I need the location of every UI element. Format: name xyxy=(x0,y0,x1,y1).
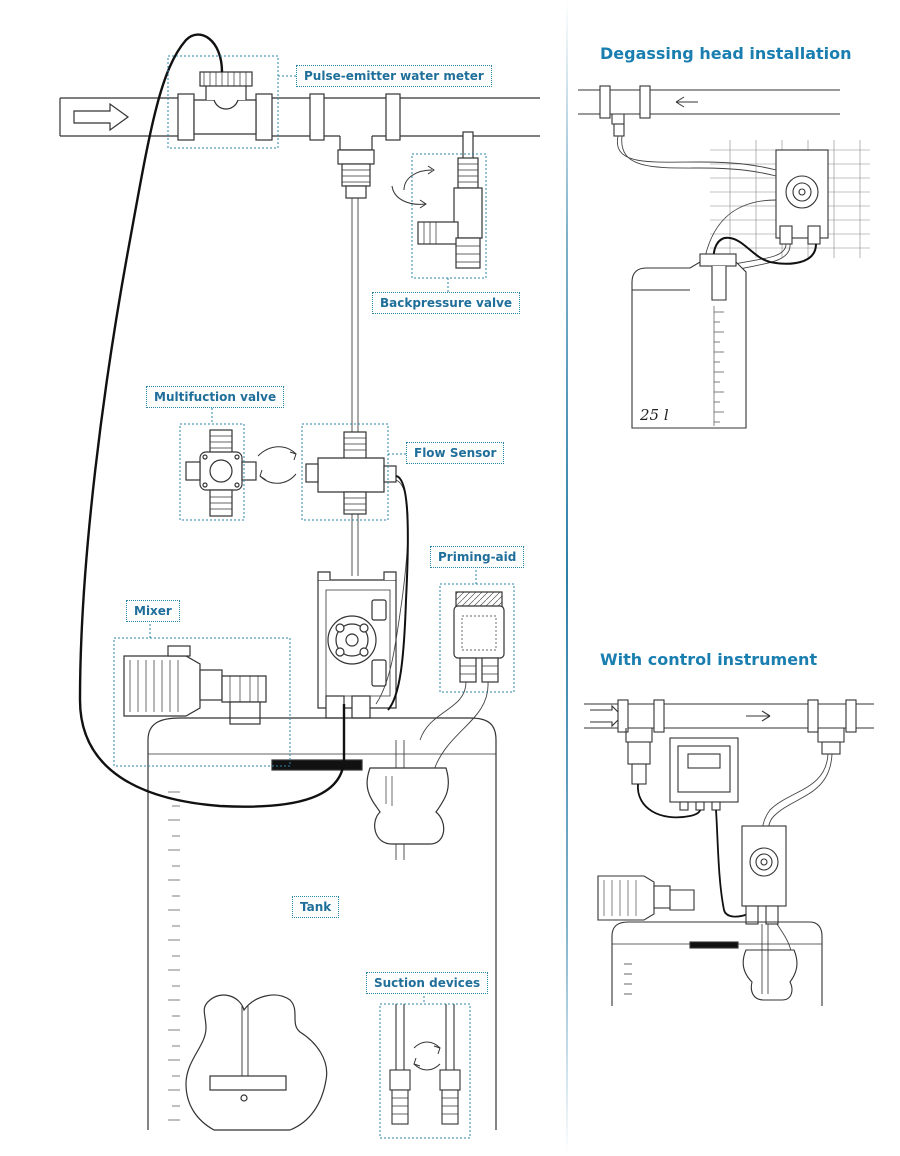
dosing-tube xyxy=(351,198,359,576)
label-mixer: Mixer xyxy=(126,600,180,622)
injection-tee xyxy=(337,136,375,199)
control-cables xyxy=(637,783,749,918)
control-mixer-icon xyxy=(597,875,695,921)
callout-leaders xyxy=(113,55,515,1139)
dosing-pump-icon xyxy=(317,571,397,719)
label-multifunction-valve: Multifuction valve xyxy=(146,386,285,408)
section-divider xyxy=(566,0,568,1156)
tank-icon xyxy=(147,717,497,1131)
degassing-cable xyxy=(712,236,817,265)
control-tank-icon xyxy=(611,921,823,1006)
flow-arrow-icon xyxy=(73,102,130,132)
degassing-pump-icon xyxy=(775,149,829,245)
label-pulse-meter: Pulse-emitter water meter xyxy=(296,65,492,87)
title-degassing: Degassing head installation xyxy=(600,44,852,63)
water-meter xyxy=(193,71,257,135)
rotate-arrow-icon xyxy=(391,165,435,209)
degassing-pipe xyxy=(578,85,840,137)
control-pipe xyxy=(584,699,874,785)
label-priming-aid: Priming-aid xyxy=(430,546,525,568)
canister-icon xyxy=(631,253,747,429)
suction-swap-arrow-icon xyxy=(413,1041,441,1071)
label-suction-devices: Suction devices xyxy=(366,972,489,994)
title-control-instrument: With control instrument xyxy=(600,650,818,669)
label-tank: Tank xyxy=(292,896,340,918)
backpressure-valve-icon xyxy=(417,131,483,269)
flow-sensor-icon xyxy=(305,431,397,515)
mixer-icon xyxy=(123,645,267,725)
label-flow-sensor: Flow Sensor xyxy=(406,442,505,464)
label-backpressure-valve: Backpressure valve xyxy=(372,292,521,314)
sensor-cable xyxy=(387,475,409,711)
control-pump-icon xyxy=(741,825,787,925)
multifunction-valve-icon xyxy=(185,429,257,517)
canister-capacity: 25 l xyxy=(640,406,669,424)
canister-scale xyxy=(713,306,724,426)
main-pipe xyxy=(59,93,540,141)
tank-scale xyxy=(168,791,180,1121)
controller-icon xyxy=(669,737,739,811)
swap-arrow-icon xyxy=(257,446,297,484)
signal-cable xyxy=(78,33,346,808)
priming-aid-icon xyxy=(453,591,505,683)
degassing-tubes xyxy=(616,135,791,273)
suction-devices-icon xyxy=(389,1004,461,1125)
